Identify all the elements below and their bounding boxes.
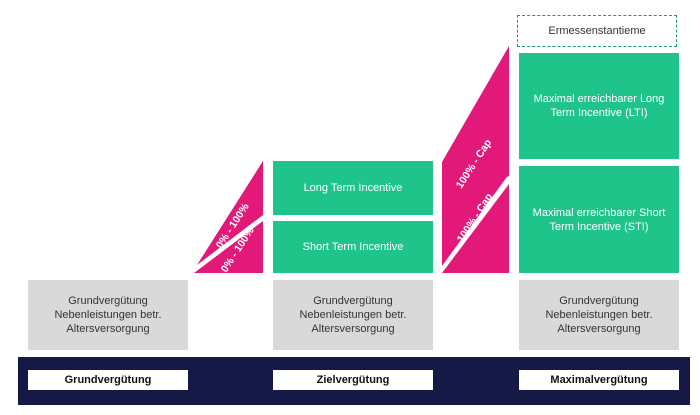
lti-label: Long Term Incentive [303, 182, 403, 194]
base-line-1: Grundvergütung [68, 295, 148, 307]
base-line-3: Altersversorgung [66, 323, 150, 335]
ramp-target-lower [194, 221, 263, 273]
base-line-3: Altersversorgung [557, 323, 641, 335]
base-line-1: Grundvergütung [313, 295, 393, 307]
sti-label: Short Term Incentive [302, 241, 404, 253]
lti-box-max: Maximal erreichbarer Long Term Incentive… [519, 53, 679, 159]
lti-max-line-1: Maximal erreichbarer Long [533, 93, 665, 105]
base-line-3: Altersversorgung [311, 323, 395, 335]
ramp-target-upper [197, 161, 263, 265]
footer-label-target: Zielvergütung [273, 370, 433, 390]
sti-max-line-1: Maximal erreichbarer Short [532, 206, 666, 219]
lti-box-target: Long Term Incentive [273, 161, 433, 215]
base-box-col3: Grundvergütung Nebenleistungen betr. Alt… [519, 280, 679, 350]
sti-max-line-2: Term Incentive (STI) [549, 220, 649, 233]
sti-box-max: Maximal erreichbarer Short Term Incentiv… [519, 166, 679, 273]
lti-max-line-2: Term Incentive (LTI) [550, 107, 648, 119]
base-box-col2: Grundvergütung Nebenleistungen betr. Alt… [273, 280, 433, 350]
base-line-1: Grundvergütung [559, 295, 639, 307]
footer-label-max: Maximalvergütung [519, 370, 679, 390]
ramp-max-upper-top [442, 46, 509, 212]
base-box-col1: Grundvergütung Nebenleistungen betr. Alt… [28, 280, 188, 350]
ramp-max-lower [442, 184, 509, 273]
discretionary-label: Ermessenstantieme [548, 25, 646, 37]
base-line-2: Nebenleistungen betr. [299, 309, 407, 321]
base-line-2: Nebenleistungen betr. [545, 309, 653, 321]
footer-label-base: Grundvergütung [28, 370, 188, 390]
sti-box-target: Short Term Incentive [273, 221, 433, 273]
discretionary-bonus-box: Ermessenstantieme [517, 15, 677, 47]
base-line-2: Nebenleistungen betr. [54, 309, 162, 321]
